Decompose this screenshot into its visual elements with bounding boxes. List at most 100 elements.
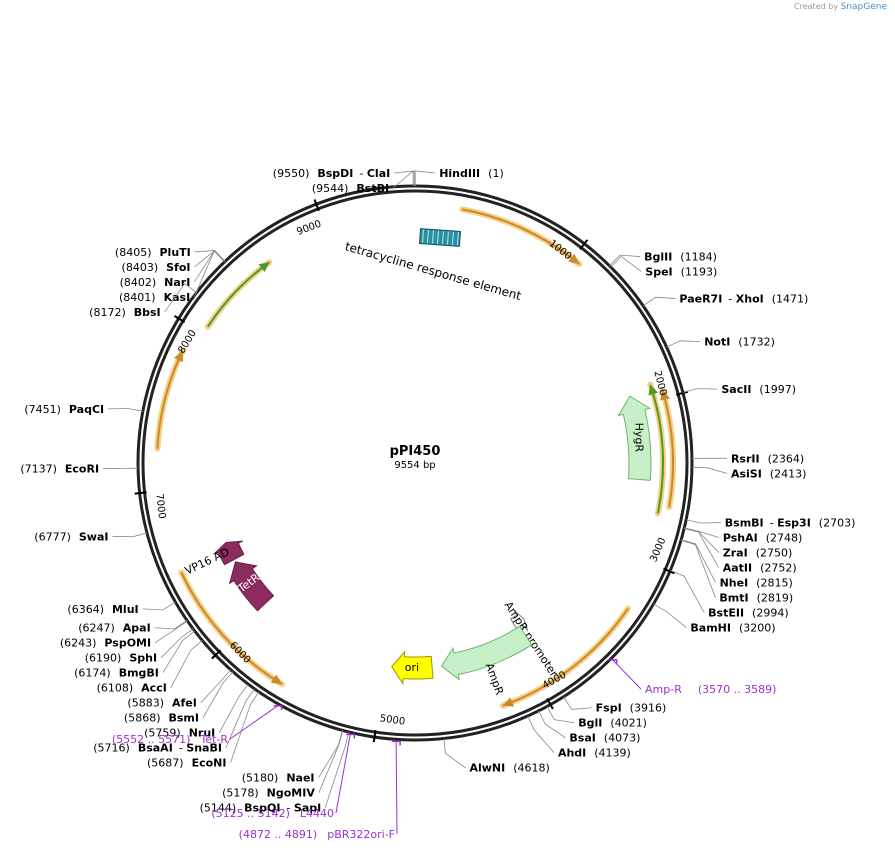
primer-tet-r: (5552 .. 5571)Tet-R [112, 733, 228, 746]
site-leader [684, 528, 720, 568]
site-bmgbi: (6174)BmgBI [74, 667, 159, 680]
tick-mark [313, 199, 320, 212]
site-layer: HindIII(1)BglII(1184)SpeI(1193)PaeR7I- X… [20, 167, 855, 815]
site-leader [686, 519, 721, 524]
feature-label: AmpR [483, 661, 507, 697]
site-leader [112, 532, 148, 538]
site-leader [527, 715, 555, 754]
site-leader [324, 731, 350, 808]
site-bstbi: (9544)BstBI [312, 182, 389, 195]
feature-hatch [437, 230, 439, 244]
site-leader [642, 296, 676, 307]
site-leader [682, 388, 718, 393]
orf-arc [462, 208, 580, 265]
site-leader [538, 710, 566, 739]
feature-hatch [427, 230, 429, 244]
site-acci: (6108)AccI [97, 682, 167, 695]
primer-amp-r: Amp-R(3570 .. 3589) [645, 683, 776, 696]
feature-vp16-ad[interactable] [213, 540, 245, 566]
site-pspomi: (6243)PspOMI [60, 637, 151, 650]
site-sfoi: (8403)SfoI [122, 261, 191, 274]
site-bsmbi: BsmBI- Esp3I(2703) [725, 517, 856, 530]
plasmid-name: pPI450 [390, 444, 441, 459]
site-ecori: (7137)EcoRI [20, 462, 99, 475]
orf-layer [154, 206, 676, 709]
site-leader [160, 628, 194, 658]
site-kasi: (8401)KasI [119, 291, 190, 304]
site-leader [563, 696, 592, 710]
site-leader [653, 603, 687, 628]
backbone-inner-circle [141, 189, 689, 737]
orf-arrowhead [648, 384, 659, 396]
site-bsmi: (5868)BsmI [124, 712, 199, 725]
site-zrai: ZraI(2750) [723, 547, 793, 560]
site-leader [225, 688, 255, 748]
primer-leader [335, 734, 351, 814]
site-pluti: (8405)PluTI [115, 246, 191, 259]
site-leader [202, 671, 234, 718]
site-leader [230, 691, 260, 763]
feature-tetracycline-response-element[interactable] [418, 228, 461, 247]
tick-label: 5000 [379, 713, 406, 728]
site-nrui: (5759)NruI [144, 727, 215, 740]
primer-arrow [346, 733, 356, 739]
primer-arrow [392, 740, 401, 746]
site-bspdi: (9550)BspDI- ClaI [273, 167, 390, 180]
feature-hatch [432, 230, 434, 244]
site-alwni: AlwNI(4618) [469, 762, 549, 775]
feature-hatch [451, 231, 454, 245]
orf-arc [649, 384, 664, 514]
feature-ori[interactable] [391, 650, 434, 686]
site-leader [681, 539, 716, 583]
tick-mark [173, 315, 186, 324]
tick-label: 8000 [176, 328, 199, 355]
tick-label: 1000 [547, 238, 574, 262]
tick-label: 3000 [648, 536, 668, 564]
created-by-text: Created by [794, 2, 839, 11]
site-pshai: PshAI(2748) [723, 532, 802, 545]
site-leader [546, 706, 575, 724]
primer-arrow [273, 705, 283, 710]
feature-tetr[interactable] [228, 561, 275, 612]
tick-mark [134, 491, 147, 495]
site-aatii: AatII(2752) [723, 562, 797, 575]
site-hindiii: HindIII(1) [439, 167, 504, 180]
site-leader [142, 601, 176, 611]
site-bspqi: (5144)BspQI- SapI [200, 802, 322, 815]
orf-arc [502, 607, 629, 707]
site-naei: (5180)NaeI [242, 772, 315, 785]
site-nari: (8402)NarI [120, 276, 191, 289]
site-leader [610, 255, 642, 272]
site-leader [666, 340, 701, 348]
site-bsai: BsaI(4073) [569, 732, 640, 745]
site-paqci: (7451)PaqCI [24, 403, 104, 416]
site-rsrii: RsrII(2364) [731, 452, 804, 465]
site-sacii: SacII(1997) [721, 383, 796, 396]
site-leader [609, 254, 641, 267]
site-econi: (5687)EcoNI [147, 757, 226, 770]
site-asisi: AsiSI(2413) [731, 467, 806, 480]
feature-ampr[interactable] [440, 625, 533, 681]
tick-mark [372, 729, 377, 743]
tick-mark [546, 698, 554, 710]
tick-mark [211, 649, 222, 660]
snapgene-brand: Created by SnapGene [794, 2, 887, 12]
primer-leader [229, 705, 278, 740]
orf-arrowhead [258, 262, 270, 273]
primer-leader [612, 659, 642, 690]
site-ahdi: AhdI(4139) [558, 747, 631, 760]
site-swai: (6777)SwaI [34, 530, 108, 543]
feature-hatch [446, 231, 449, 245]
backbone-ring [136, 184, 694, 742]
site-mlui: (6364)MluI [67, 603, 138, 616]
orf-arrowhead [173, 350, 184, 362]
site-leader [164, 282, 197, 313]
site-leader [443, 738, 466, 769]
feature-hygr[interactable] [617, 395, 652, 481]
site-fspi: FspI(3916) [596, 702, 667, 715]
site-sphi: (6190)SphI [85, 652, 157, 665]
tick-label: 7000 [153, 493, 167, 519]
site-nhei: NheI(2815) [720, 577, 793, 590]
primer-l4440: (5125 .. 5142)L4440 [211, 807, 334, 820]
site-afei: (5883)AfeI [127, 697, 196, 710]
